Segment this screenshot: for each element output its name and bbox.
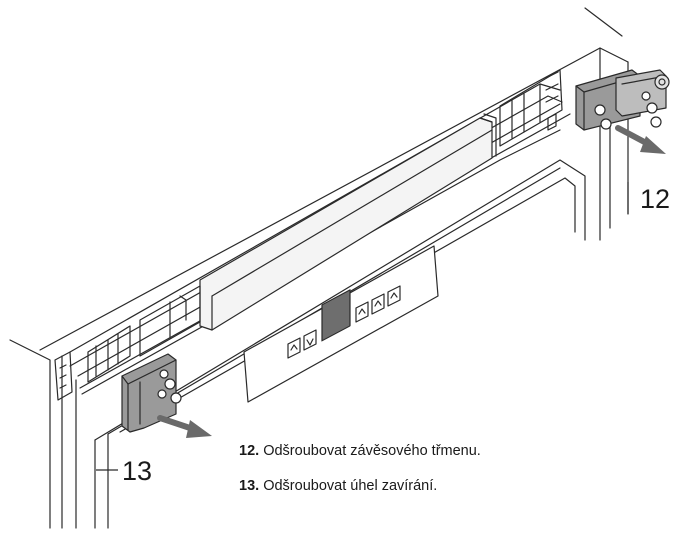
- instruction-step-12: 12. Odšroubovat závěsového třmenu.: [239, 443, 481, 459]
- hinge-bracket-part: [575, 69, 670, 131]
- step-number: 12.: [239, 443, 260, 459]
- panel-button: [355, 301, 369, 323]
- display-screen: [321, 289, 351, 342]
- closing-angle-part: [121, 353, 182, 433]
- control-panel: [243, 245, 439, 403]
- left-bracket-detail: [54, 285, 201, 401]
- arrow-13-icon: [157, 415, 212, 438]
- callout-13-label: 13: [122, 456, 153, 486]
- arrow-12-icon: [615, 125, 666, 154]
- step-text: Odšroubovat závěsového třmenu.: [263, 443, 481, 459]
- panel-button: [387, 285, 401, 307]
- step-number: 13.: [239, 478, 260, 494]
- step-text: Odšroubovat úhel zavírání.: [263, 478, 438, 494]
- right-bracket-detail: [499, 69, 563, 147]
- panel-button: [371, 293, 385, 315]
- cover-profile: [199, 113, 497, 331]
- panel-button: [303, 329, 317, 351]
- panel-button: [287, 337, 301, 359]
- callout-12-label: 12: [640, 184, 671, 214]
- instruction-step-13: 13. Odšroubovat úhel zavírání.: [239, 478, 437, 494]
